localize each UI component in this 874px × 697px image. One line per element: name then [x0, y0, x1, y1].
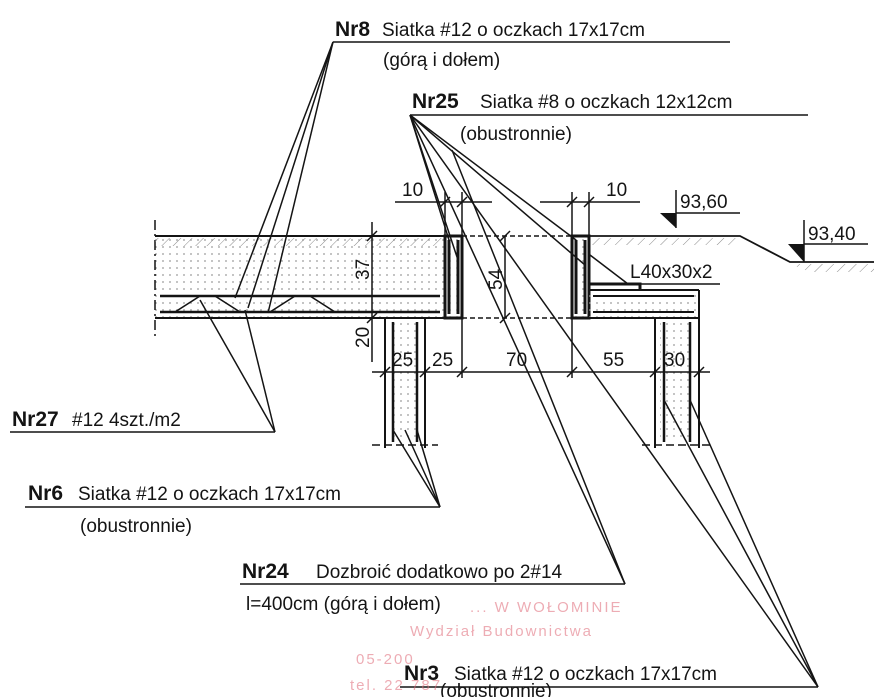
svg-text:tel. 22 787: tel. 22 787 — [350, 677, 442, 694]
dim-10-right: 10 — [606, 180, 627, 201]
nr6-code: Nr6 — [28, 482, 63, 505]
nr8-sub: (górą i dołem) — [383, 50, 500, 71]
nr3-code: Nr3 — [404, 662, 439, 685]
nr25-text: Siatka #8 o oczkach 12x12cm — [480, 92, 732, 113]
dim-55: 55 — [603, 350, 624, 371]
structure — [154, 220, 874, 448]
dim-30: 30 — [664, 350, 685, 371]
ground-hatch-right — [592, 238, 737, 245]
nr3-sub: (obustronnie) — [440, 681, 552, 697]
svg-text:Wydział Budownictwa: Wydział Budownictwa — [410, 623, 593, 640]
dim-54: 54 — [486, 268, 507, 290]
nr24-sub: l=400cm (górą i dołem) — [246, 594, 441, 615]
dim-25-b: 25 — [432, 350, 453, 371]
nr3-text: Siatka #12 o oczkach 17x17cm — [454, 664, 717, 685]
labels: Nr8 Siatka #12 o oczkach 17x17cm (górą i… — [12, 18, 856, 697]
nr27-code: Nr27 — [12, 408, 59, 431]
nr27-text: #12 4szt./m2 — [72, 410, 181, 431]
stamp: ... W WOŁOMINIE Wydział Budownictwa 05-2… — [350, 599, 623, 694]
piles — [372, 318, 712, 448]
nr25-sub: (obustronnie) — [460, 124, 572, 145]
nr24-code: Nr24 — [242, 560, 289, 583]
level-left-label: 93,60 — [680, 192, 728, 213]
profile-label: L40x30x2 — [630, 262, 712, 283]
svg-text:05-200: 05-200 — [356, 651, 415, 668]
level-right-label: 93,40 — [808, 224, 856, 245]
nr6-text: Siatka #12 o oczkach 17x17cm — [78, 484, 341, 505]
nr24-text: Dozbroić dodatkowo po 2#14 — [316, 562, 563, 583]
left-slab — [155, 236, 445, 318]
nr6-sub: (obustronnie) — [80, 516, 192, 537]
nr8-text: Siatka #12 o oczkach 17x17cm — [382, 20, 645, 41]
dim-25-a: 25 — [392, 350, 413, 371]
dimension-lines — [366, 190, 868, 378]
nr25-code: Nr25 — [412, 90, 459, 113]
dim-20: 20 — [353, 327, 374, 348]
dim-37: 37 — [353, 259, 374, 280]
ground-hatch-left — [155, 238, 443, 246]
svg-text:... W WOŁOMINIE: ... W WOŁOMINIE — [470, 599, 623, 616]
dim-10-left: 10 — [402, 180, 423, 201]
dim-70: 70 — [506, 350, 527, 371]
nr8-code: Nr8 — [335, 18, 370, 41]
right-slab — [589, 290, 699, 318]
leader-lines — [10, 41, 819, 688]
